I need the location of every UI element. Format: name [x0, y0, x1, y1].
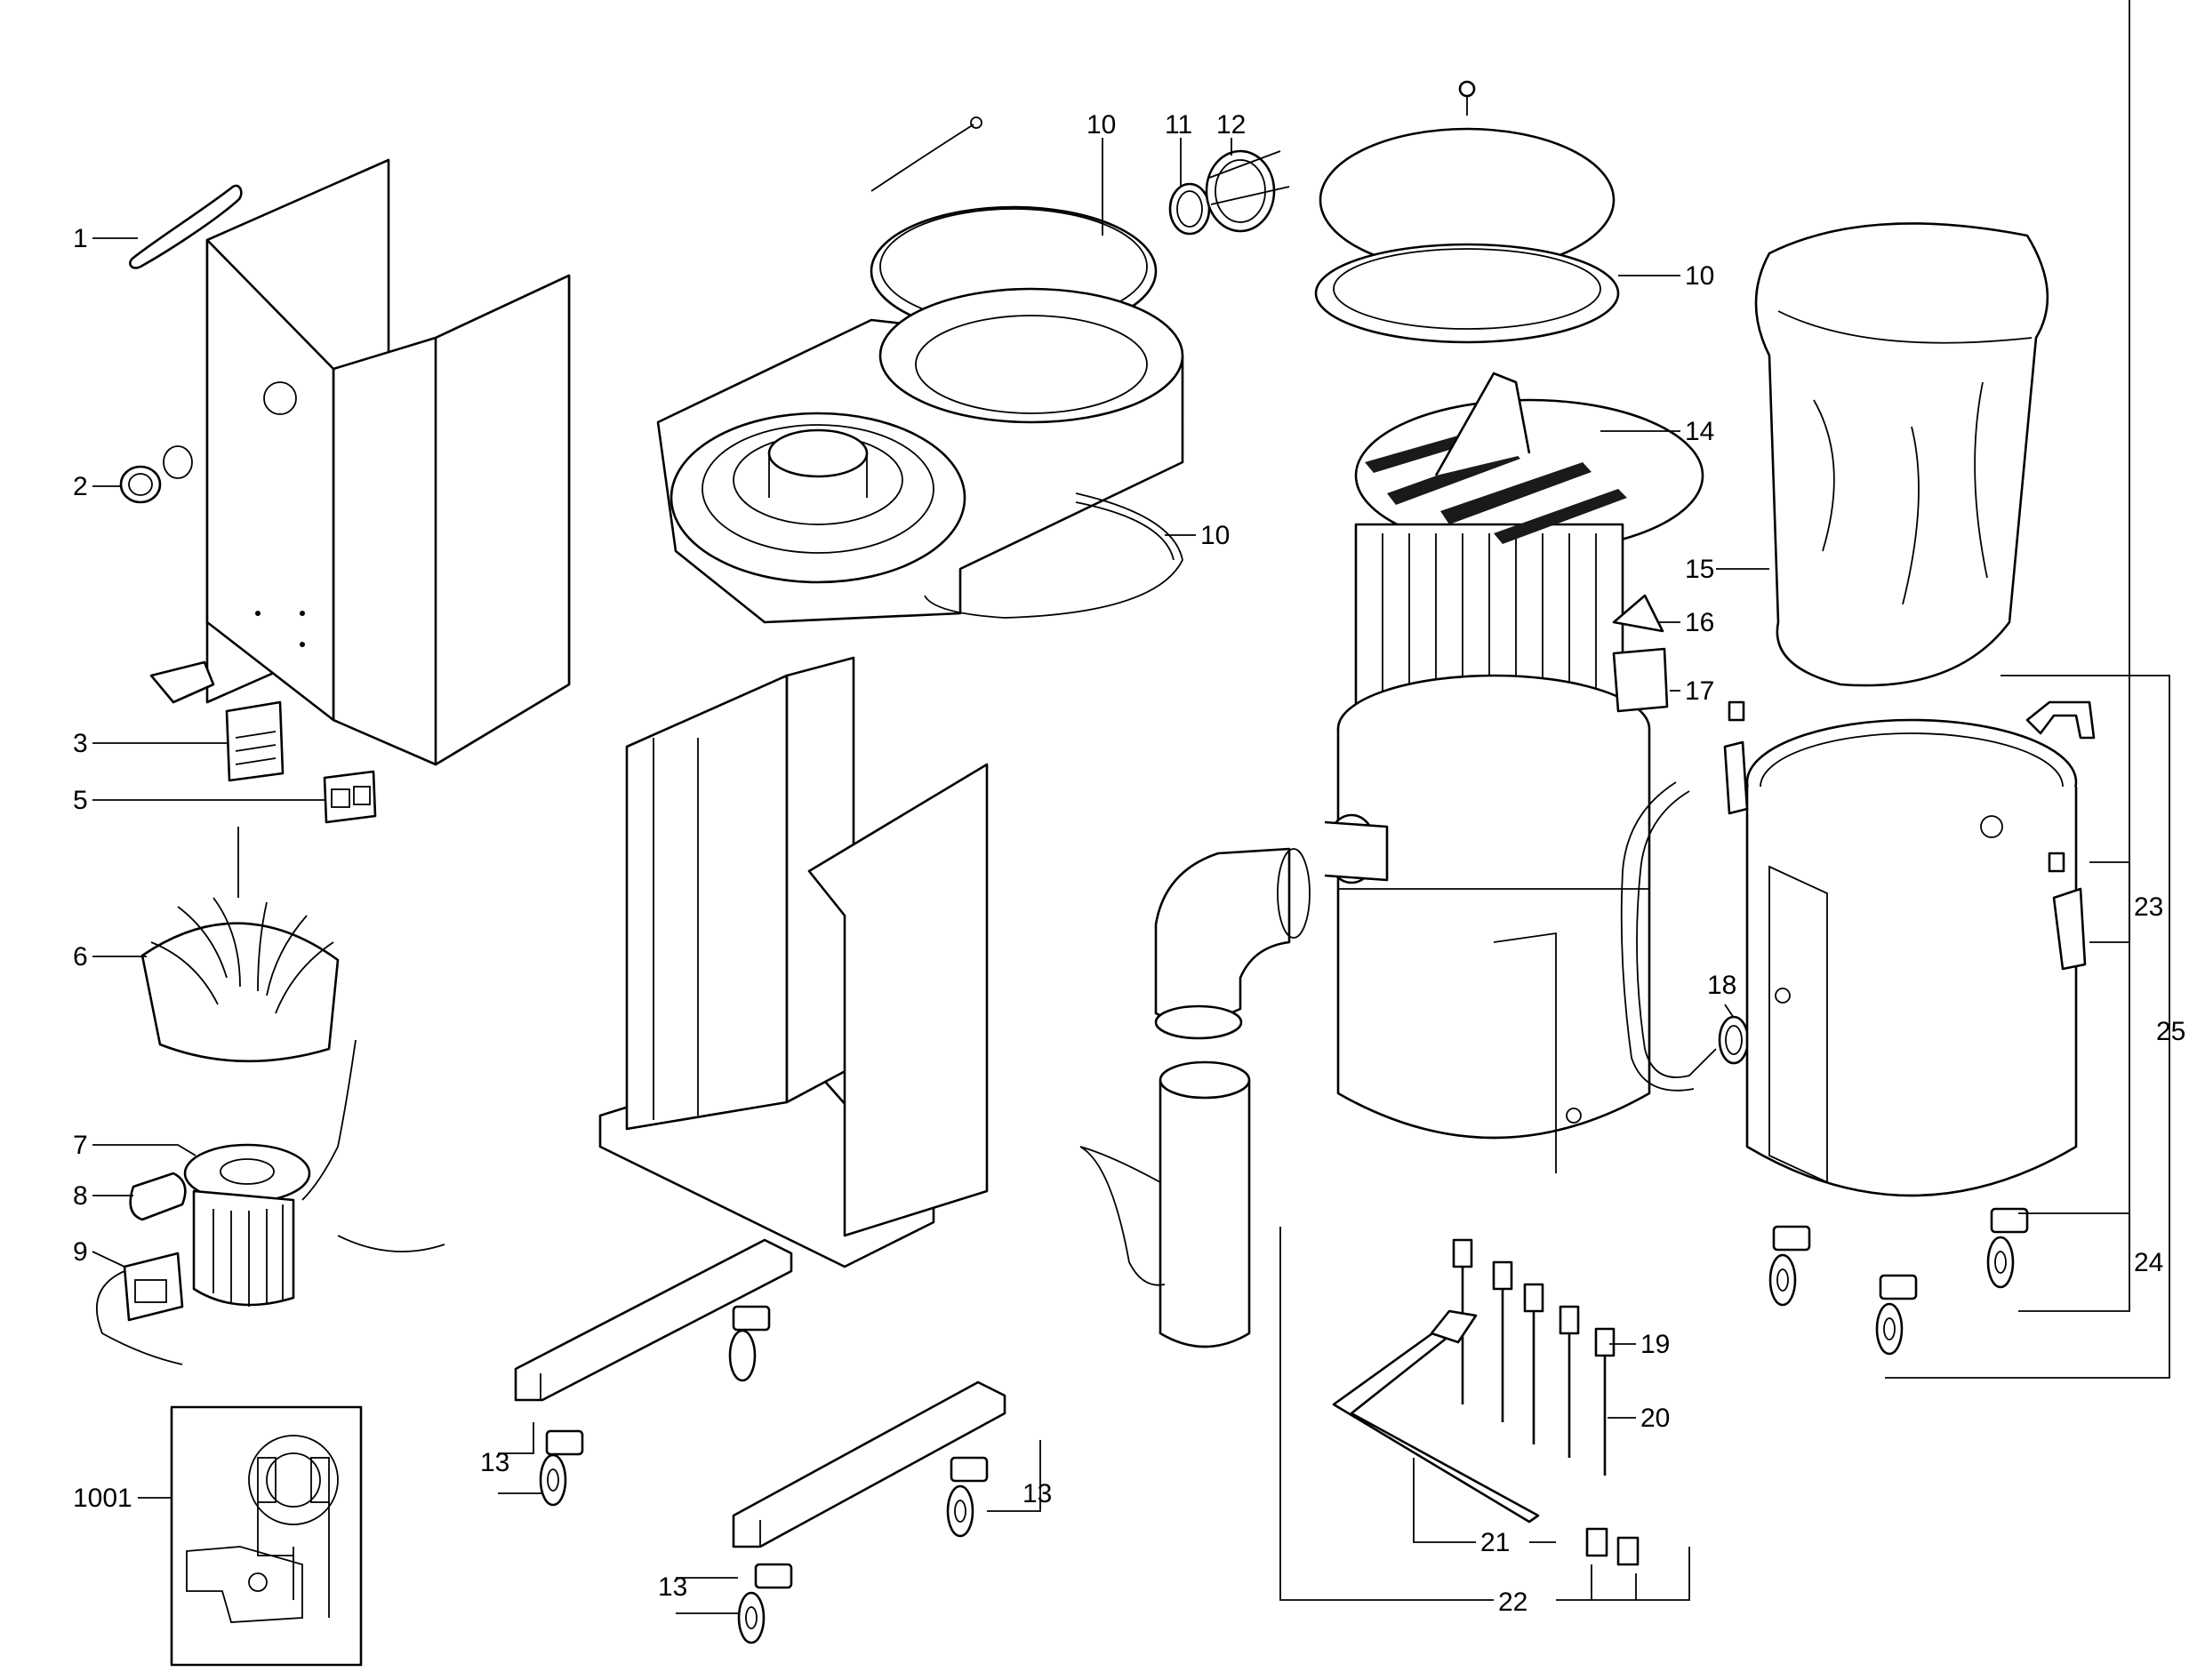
callout-2: 2: [73, 472, 88, 501]
callout-14: 14: [1685, 417, 1714, 446]
caster-upper-beam: [728, 1305, 771, 1382]
filter-head-housing: [656, 287, 1184, 624]
rating-label-part-3: [225, 700, 285, 782]
callout-10-housing: 10: [1200, 521, 1230, 550]
handle-bar-part-1: [129, 184, 243, 269]
callout-16: 16: [1685, 608, 1714, 637]
callout-9: 9: [73, 1237, 88, 1267]
bin-handle: [2025, 700, 2096, 740]
wiring-diagram-inset-1001: [170, 1405, 363, 1667]
ground-wire-top: [870, 116, 982, 192]
flex-hose-part-12: [1205, 149, 1290, 233]
caster-part-13-b: [946, 1456, 989, 1538]
lever-part-21: [1332, 1309, 1540, 1524]
callout-23: 23: [2134, 892, 2163, 922]
label-part-17: [1612, 647, 1669, 713]
caster-part-13-c: [737, 1563, 793, 1644]
callout-5: 5: [73, 786, 88, 815]
base-beam-upper: [514, 1238, 793, 1402]
latch-part-23: [2048, 852, 2087, 971]
callout-13-left: 13: [480, 1448, 509, 1477]
socket-plate-part-5: [323, 770, 377, 824]
callout-1001: 1001: [73, 1484, 132, 1513]
caster-part-24-c: [1875, 1274, 1918, 1356]
leader-lines: [92, 0, 2170, 1614]
capacitor-part-8: [129, 1172, 187, 1221]
hose-clamp-part-11: [1168, 182, 1211, 236]
callout-12: 12: [1216, 110, 1246, 140]
switch-box-part-9: [95, 1252, 184, 1365]
callout-20: 20: [1640, 1404, 1670, 1433]
ground-wire: [301, 1039, 445, 1252]
callout-3: 3: [73, 729, 88, 758]
hose-fitting-part-18: [1718, 1015, 1750, 1065]
callout-13-bottom: 13: [658, 1572, 687, 1602]
filter-bag-part-15: [1754, 222, 2049, 687]
caster-part-13-a: [539, 1429, 584, 1507]
callout-22: 22: [1498, 1588, 1527, 1617]
motor-part-7: [183, 1143, 311, 1307]
carry-handle: [149, 660, 215, 704]
inlet-stub: [1324, 813, 1389, 884]
plate-part-22: [1585, 1527, 1640, 1566]
callout-8: 8: [73, 1181, 88, 1211]
collector-drum: [1336, 674, 1651, 1173]
fan-impeller-part-6: [140, 827, 340, 1063]
callout-13-right: 13: [1022, 1479, 1052, 1508]
callout-10-top: 10: [1086, 110, 1116, 140]
callout-19: 19: [1640, 1330, 1670, 1359]
callout-11: 11: [1165, 110, 1192, 140]
label-part-16: [1612, 594, 1664, 633]
callout-1: 1: [73, 224, 88, 253]
callout-17: 17: [1685, 676, 1714, 706]
filter-lid: [1314, 80, 1620, 344]
callout-24: 24: [2134, 1248, 2163, 1277]
callout-21: 21: [1480, 1528, 1510, 1557]
latch-left: [1723, 700, 1749, 815]
straight-pipe: [1079, 1060, 1251, 1348]
callout-18: 18: [1707, 971, 1736, 1000]
caster-part-24-b: [1986, 1207, 2029, 1289]
stand-frame: [598, 656, 989, 1268]
callout-numbers: 1 2 3 5 6 7 8 9 10 11 12 10 14 10 15 16 …: [73, 110, 2185, 1617]
callout-15: 15: [1685, 555, 1714, 584]
collection-bin: [1745, 718, 2078, 1197]
base-beam-lower: [732, 1380, 1006, 1548]
elbow-pipe: [1154, 847, 1311, 1040]
cleaning-rods-part-19-20: [1452, 1238, 1616, 1476]
caster-part-24-a: [1768, 1225, 1811, 1307]
ring-gasket-lower: [924, 492, 1183, 619]
callout-7: 7: [73, 1131, 88, 1160]
callout-25: 25: [2156, 1017, 2185, 1046]
callout-10-lid: 10: [1685, 261, 1714, 291]
spiral-hose: [1620, 781, 1717, 1092]
motor-housing-panel: [205, 158, 571, 766]
switch-part-2: [119, 445, 193, 504]
callout-6: 6: [73, 942, 88, 972]
